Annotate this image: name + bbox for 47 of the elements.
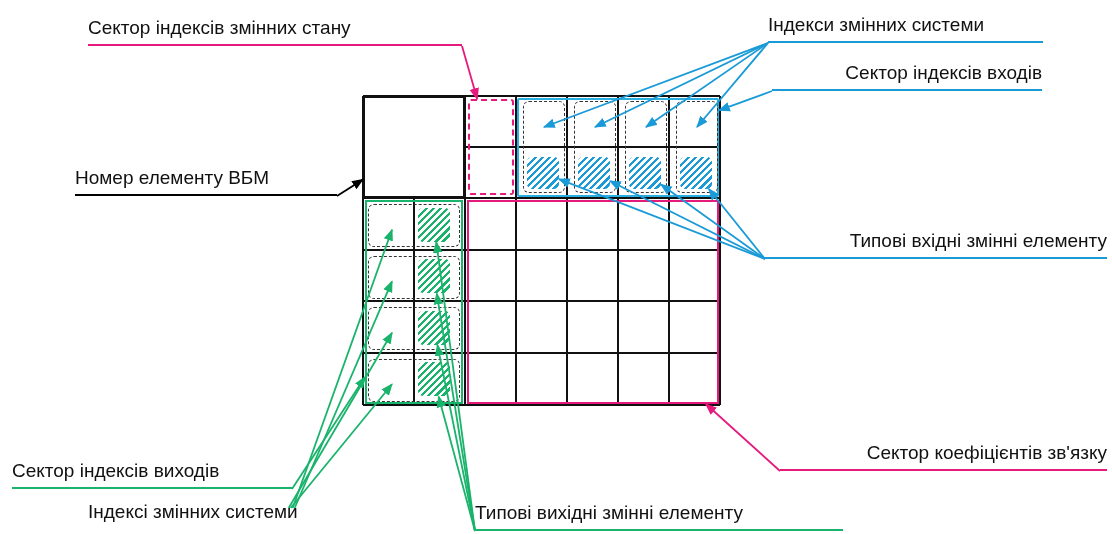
input-sector-box <box>517 98 719 197</box>
leader-line <box>289 383 393 509</box>
callout-label: Номер елементу ВБМ <box>75 166 337 196</box>
leader-line <box>293 280 393 509</box>
index-cell <box>676 101 718 193</box>
coefficient-sector-box <box>467 200 719 404</box>
leader-line <box>593 42 769 128</box>
leader-line <box>704 403 781 472</box>
callout-label: Індексі змінних системи <box>88 500 298 524</box>
leader-line <box>707 188 766 260</box>
hatched-square <box>526 156 559 189</box>
leader-line <box>461 45 479 101</box>
leader-line <box>608 180 766 260</box>
state-sector-box <box>468 99 514 195</box>
index-cell <box>368 307 460 350</box>
index-cell <box>574 101 616 193</box>
leader-line <box>696 42 769 128</box>
hatched-square <box>417 259 450 293</box>
hatched-square <box>679 156 712 189</box>
callout-label: Типові вхідні змінні елементу <box>765 229 1107 259</box>
callout-label: Сектор коефіцієнтів зв'язку <box>780 441 1107 471</box>
leader-line <box>436 395 476 532</box>
leader-line <box>287 331 393 509</box>
leader-line <box>432 240 476 532</box>
callout-label: Сектор індексів виходів <box>12 459 292 489</box>
hatched-square <box>577 156 610 189</box>
leader-line <box>660 183 766 260</box>
index-cell <box>625 101 667 193</box>
number-cell <box>363 96 465 198</box>
callout-label: Сектор індексів змінних стану <box>88 16 462 46</box>
hatched-square <box>628 156 661 189</box>
callout-label: Сектор індексів входів <box>772 61 1042 91</box>
leader-line <box>645 42 769 128</box>
leader-line <box>336 178 364 197</box>
hatched-square <box>417 310 450 345</box>
output-sector-box <box>365 200 463 404</box>
index-cell <box>368 358 460 402</box>
hatched-square <box>417 362 450 396</box>
leader-line <box>291 376 366 490</box>
index-cell <box>368 204 460 247</box>
index-cell <box>523 101 565 193</box>
leader-line <box>291 228 393 509</box>
callout-label: Індекси змінних системи <box>768 13 1043 43</box>
hatched-square <box>417 207 450 242</box>
index-cell <box>368 255 460 299</box>
leader-line <box>717 90 773 112</box>
callout-label: Типові вихідні змінні елементу <box>475 501 843 531</box>
